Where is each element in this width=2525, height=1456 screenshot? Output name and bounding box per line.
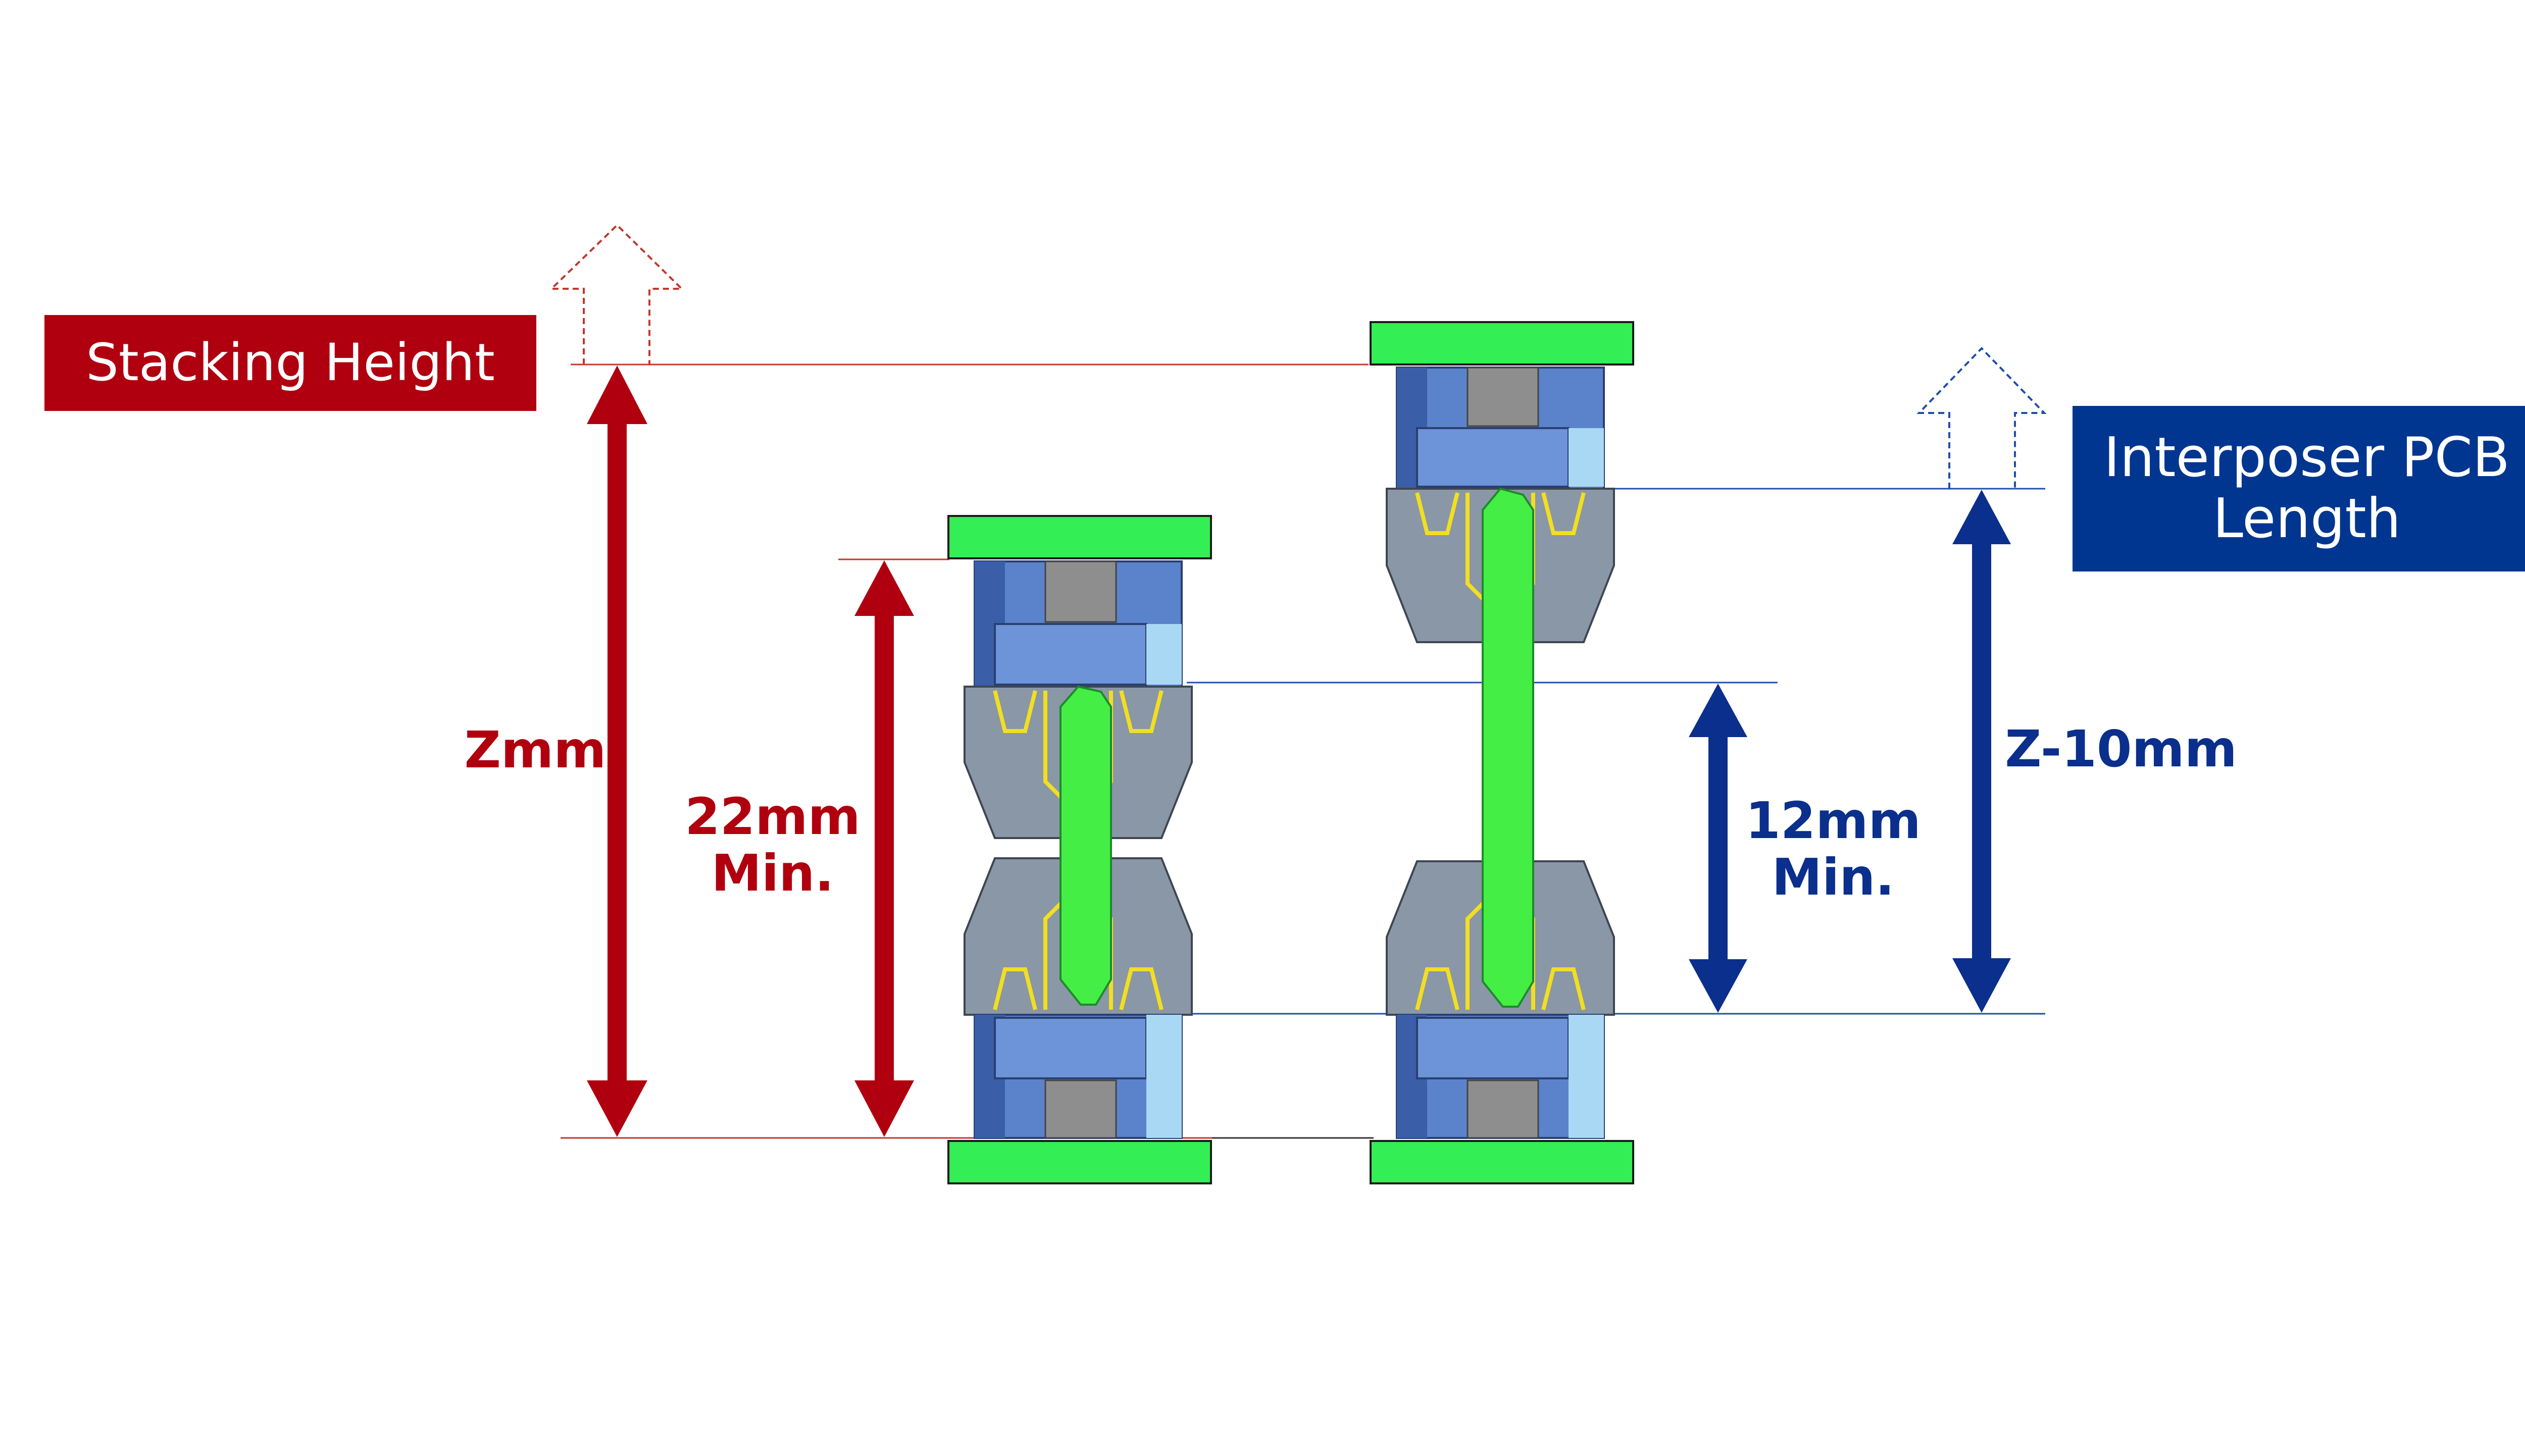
reference-lines — [561, 363, 2045, 1139]
zmm-label: Zmm — [434, 722, 636, 778]
stacking-height-label: Stacking Height — [44, 315, 536, 411]
min12-arrow — [1689, 684, 1747, 1013]
zmm-text: Zmm — [464, 720, 607, 779]
z-minus-10mm-label: Z-10mm — [1980, 721, 2262, 777]
right-connector-assembly — [1370, 321, 1634, 1184]
min12-label: 12mm Min. — [1707, 793, 1959, 906]
left-top-pcb — [947, 515, 1212, 559]
stacking-height-text: Stacking Height — [86, 332, 495, 393]
z-minus-10mm-text: Z-10mm — [2005, 719, 2237, 778]
min12-line1: 12mm — [1745, 791, 1921, 850]
zmm-arrow — [587, 366, 647, 1137]
left-bottom-pcb — [947, 1140, 1212, 1184]
z10-arrow — [1952, 490, 2011, 1013]
right-top-pcb — [1370, 321, 1634, 366]
dashed-up-arrow-blue — [1916, 347, 2047, 489]
interposer-label-line1: Interposer PCB — [2103, 426, 2510, 490]
interposer-pcb-length-label: Interposer PCB Length — [2073, 406, 2525, 571]
min22-arrow — [854, 560, 914, 1137]
min22-line1: 22mm — [685, 787, 861, 846]
min22-line2: Min. — [711, 844, 834, 903]
left-connector-assembly — [947, 515, 1212, 1184]
min22-label: 22mm Min. — [646, 789, 899, 902]
dashed-up-arrow-red — [549, 224, 684, 365]
interposer-label-line2: Length — [2212, 487, 2401, 550]
min12-line2: Min. — [1772, 848, 1895, 907]
right-bottom-pcb — [1370, 1140, 1634, 1184]
